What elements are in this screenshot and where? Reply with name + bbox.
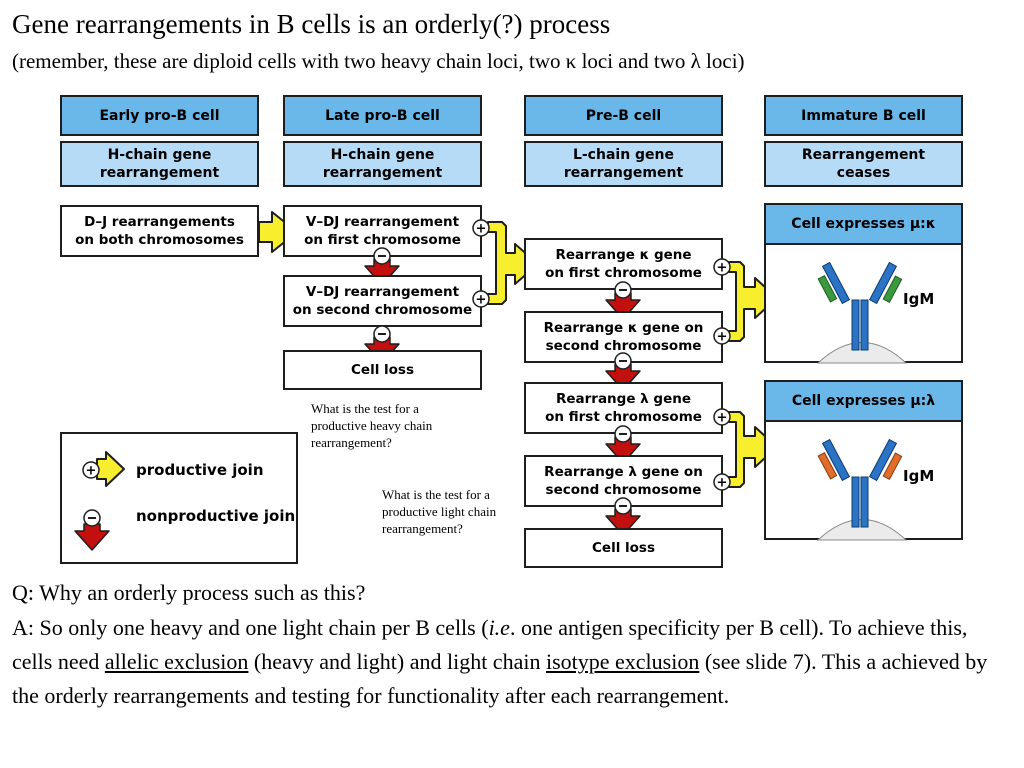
plus-icon: + [713,258,731,276]
allelic-exclusion-term: allelic exclusion [104,649,249,674]
productive-arrow-kappa [728,261,778,342]
legend-minus-icon [83,509,101,527]
step-vdj-second: V–DJ rearrangement on second chromosome [283,275,482,327]
slide-subtitle: (remember, these are diploid cells with … [12,49,745,73]
legend-plus-icon: + [82,461,100,479]
productive-arrow-heavy [487,221,539,305]
legend-box [60,432,298,564]
stage-sub-early-pro-b: H-chain gene rearrangement [60,141,259,187]
svg-text:+: + [717,411,728,426]
step-vdj-first: V–DJ rearrangement on first chromosome [283,205,482,257]
isotype-exclusion-term: isotype exclusion [545,649,700,674]
antibody-label-kappa: IgM [903,290,935,308]
svg-text:+: + [476,293,487,308]
svg-text:+: + [717,261,728,276]
note-light-chain-test: What is the test for a productive light … [382,487,497,536]
step-dj-rearrangement: D–J rearrangements on both chromosomes [60,205,259,257]
panel-kappa-header: Cell expresses μ:κ [766,205,961,245]
legend-nonproductive-label: nonproductive join [136,507,296,525]
legend-productive-arrow [96,451,125,487]
minus-icon [614,352,632,370]
plus-icon: + [713,473,731,491]
stage-sub-immature-b: Rearrangement ceases [764,141,963,187]
panel-lambda-header: Cell expresses μ:λ [766,382,961,422]
svg-text:+: + [717,476,728,491]
stage-header-late-pro-b: Late pro-B cell [283,95,482,136]
plus-icon: + [472,290,490,308]
nonproductive-arrow-4 [605,363,641,391]
minus-icon [373,247,391,265]
legend-productive-label: productive join [136,461,264,479]
stage-sub-late-pro-b: H-chain gene rearrangement [283,141,482,187]
step-cell-loss-light: Cell loss [524,528,723,568]
nonproductive-arrow-3 [605,292,641,320]
note-heavy-chain-test: What is the test for a productive heavy … [311,401,433,450]
productive-arrow-lambda [728,411,778,488]
stage-header-pre-b: Pre-B cell [524,95,723,136]
svg-text:+: + [86,464,97,479]
igm-antibody-kappa-icon [816,261,908,364]
minus-icon [614,425,632,443]
svg-text:+: + [476,222,487,237]
minus-icon [373,325,391,343]
igm-antibody-lambda-icon [816,438,908,541]
plus-icon: + [713,408,731,426]
plus-icon: + [472,219,490,237]
svg-text:+: + [717,330,728,345]
step-lambda-second: Rearrange λ gene on second chromosome [524,455,723,507]
step-cell-loss-heavy: Cell loss [283,350,482,390]
antibody-label-lambda: IgM [903,467,935,485]
stage-header-immature-b: Immature B cell [764,95,963,136]
slide-title: Gene rearrangements in B cells is an ord… [12,9,611,39]
question-text: Q: Why an orderly process such as this? [12,580,366,605]
minus-icon [614,497,632,515]
nonproductive-arrow-6 [605,508,641,536]
stage-sub-pre-b: L-chain gene rearrangement [524,141,723,187]
legend-nonproductive-arrow [74,523,110,551]
plus-icon: + [713,327,731,345]
answer-text: A: So only one heavy and one light chain… [12,615,988,708]
stage-header-early-pro-b: Early pro-B cell [60,95,259,136]
minus-icon [614,281,632,299]
nonproductive-arrow-5 [605,436,641,464]
